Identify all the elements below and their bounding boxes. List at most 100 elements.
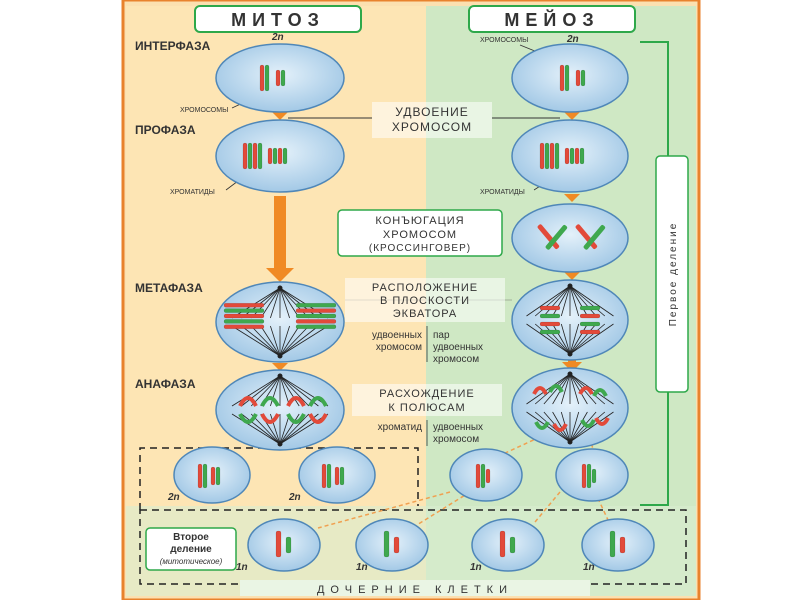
ploidy-label: 1n (470, 562, 482, 573)
chromosome (277, 147, 283, 165)
chromosome (247, 142, 253, 170)
spindle-fiber (279, 375, 329, 407)
spindle-fiber (279, 413, 300, 445)
cell (471, 518, 545, 572)
cell (449, 448, 523, 502)
anaphase-meiosis-note: удвоенных (433, 422, 483, 433)
chromatid (308, 413, 328, 424)
dashed-border-daughter-cells (139, 509, 687, 585)
spindle-fiber (569, 285, 597, 317)
spindle-fiber (279, 287, 290, 319)
spindle-fiber (569, 285, 580, 317)
chromatid (594, 417, 610, 426)
arrow-icon (272, 363, 288, 371)
chromosome (295, 313, 337, 319)
spindle-fiber (241, 325, 281, 357)
metaphase-mitosis-note: хромосом (376, 342, 422, 353)
chromosome (539, 329, 561, 335)
spindle-fiber (260, 287, 281, 319)
spindle-fiber (279, 325, 300, 357)
metaphase-mitosis-note: удвоенных (372, 330, 422, 341)
chromosome (242, 142, 248, 170)
spindle-fiber (250, 375, 281, 407)
chromosome (339, 466, 345, 486)
chromosome (321, 463, 327, 489)
chromosome (252, 142, 258, 170)
spindle-fiber (569, 285, 588, 317)
chromosome (393, 536, 400, 554)
spindle-fiber (279, 287, 310, 319)
chromosome (215, 466, 221, 486)
chromatid (580, 419, 596, 428)
alignment-label: В ПЛОСКОСТИ (380, 295, 470, 307)
chromosome (272, 147, 278, 165)
separation-label: К ПОЛЮСАМ (388, 402, 465, 414)
first-division-box (655, 155, 689, 393)
spindle-fiber (560, 373, 571, 405)
cell (511, 43, 629, 113)
chromosome (579, 305, 601, 311)
chromosome (223, 313, 265, 319)
mitosis-arrows (266, 112, 294, 371)
phase-metaphase: МЕТАФАЗА (135, 281, 203, 295)
separation-label-box (352, 384, 502, 416)
chromosome (259, 64, 265, 92)
arrow-icon (272, 112, 288, 120)
cell (511, 367, 629, 449)
spindle-fiber (231, 413, 281, 445)
chromatid (548, 384, 564, 393)
chromosome (326, 463, 332, 489)
chromosome (509, 536, 516, 554)
spindle-fiber (279, 287, 329, 319)
chromosome (586, 463, 592, 489)
conjugation-label-box (337, 209, 503, 257)
spindle-fiber (270, 325, 281, 357)
conjugation-label: (КРОССИНГОВЕР) (369, 243, 471, 254)
spindle-fiber (552, 323, 571, 355)
cell (581, 518, 655, 572)
spindle-fiber (569, 373, 580, 405)
spindle-fiber (569, 323, 606, 355)
ploidy-label: 2n (271, 32, 284, 43)
chromosome (383, 530, 390, 558)
spindle-fiber (279, 325, 319, 357)
spindle-fiber (569, 411, 597, 443)
spindle-fiber (534, 285, 571, 317)
chromatid (308, 396, 328, 407)
metaphase-meiosis-note: хромосом (433, 354, 479, 365)
spindle-fiber (534, 411, 571, 443)
spindle-fiber (231, 375, 281, 407)
spindle-fiber (569, 323, 580, 355)
spindle-fiber (279, 413, 290, 445)
arrow-icon (564, 112, 580, 120)
spindle-fiber (279, 325, 290, 357)
alignment-label: РАСПОЛОЖЕНИЕ (372, 282, 478, 294)
spindle-fiber (231, 287, 281, 319)
chromosome (579, 313, 601, 319)
spindle-fiber (241, 413, 281, 445)
chromosome (539, 142, 545, 170)
spindle-fiber (250, 413, 281, 445)
doubling-label: ХРОМОСОМ (392, 120, 472, 134)
doubling-label: УДВОЕНИЕ (395, 105, 468, 119)
chromosome (282, 147, 288, 165)
spindle-fiber (279, 325, 329, 357)
chromosome (275, 69, 281, 87)
chromosome (223, 302, 265, 308)
second-division-box (145, 527, 237, 571)
cell (298, 446, 376, 504)
ploidy-label: 2n (167, 492, 180, 503)
metaphase-meiosis-note: удвоенных (433, 342, 483, 353)
chromosome (539, 321, 561, 327)
chromosome (475, 463, 481, 489)
spindle-fiber (569, 411, 614, 443)
chromatid (534, 421, 550, 430)
spindle-fiber (569, 411, 588, 443)
chromatid (532, 386, 548, 395)
cell (511, 279, 629, 361)
spindle-fiber (534, 323, 571, 355)
spindle-fiber (543, 323, 571, 355)
spindle-fiber (260, 325, 281, 357)
chromatid (286, 396, 306, 407)
